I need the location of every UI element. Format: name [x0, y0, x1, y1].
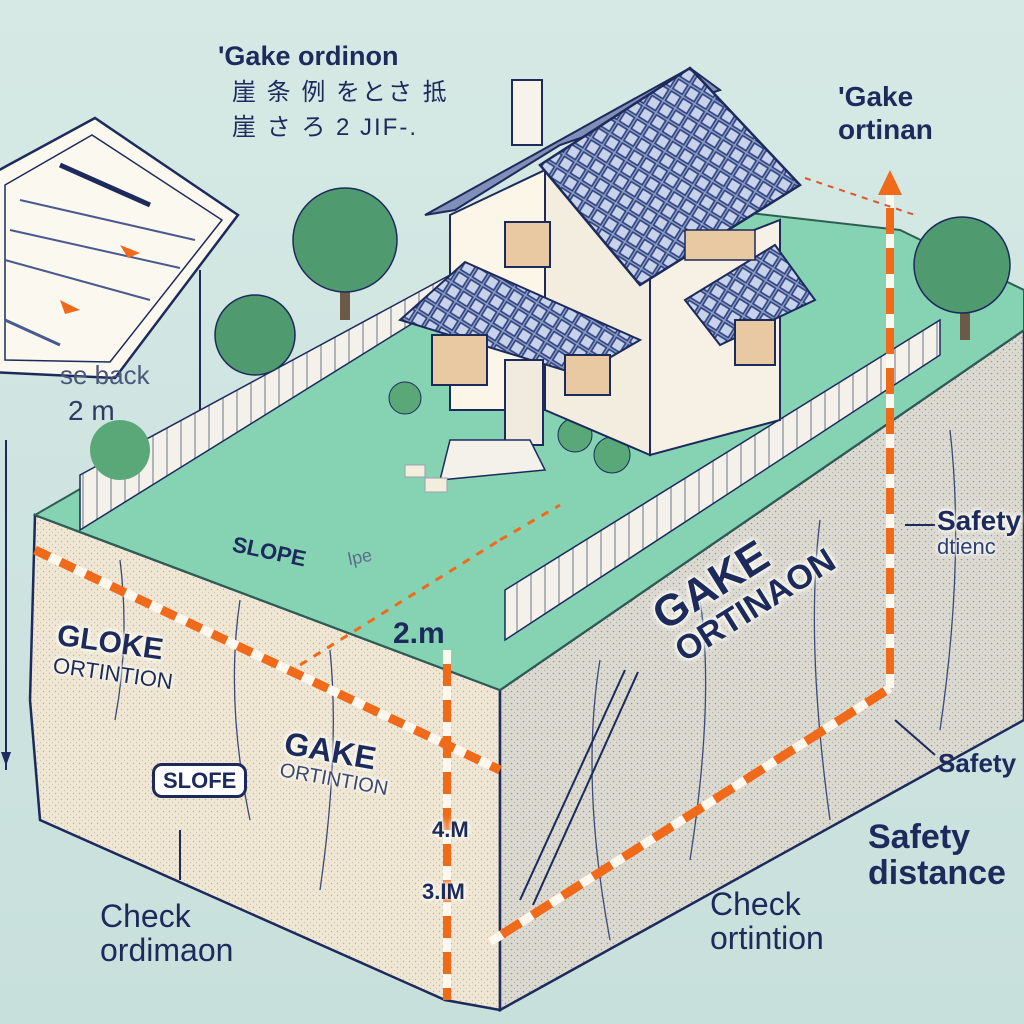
setback-distance: 2 m: [68, 395, 115, 426]
safety-distance-line2: distance: [868, 853, 1006, 892]
title-subtitle-jp-2: 崖 さ ろ 2 JIF-.: [232, 114, 419, 141]
title-heading: 'Gake ordinon: [218, 41, 399, 71]
check-right-label: Check ortintion: [710, 886, 824, 956]
tree-icon: [292, 187, 398, 320]
safety-mid-label: Safety: [938, 748, 1017, 778]
check-left-label: Check ordimaon: [100, 898, 234, 968]
ordinance-document-icon: [0, 116, 240, 380]
house-icon: [398, 66, 817, 493]
safety-upper-line1: Safety: [937, 505, 1022, 536]
safety-upper-line2: dtienc: [937, 534, 996, 560]
check-left-line1: Check: [100, 898, 191, 934]
tree-icon: [913, 216, 1011, 340]
check-left-line2: ordimaon: [100, 931, 234, 968]
check-right-line1: Check: [710, 886, 801, 922]
setback-label: se back: [60, 360, 150, 390]
up-arrow-icon: [878, 170, 902, 195]
fence-right: [504, 318, 941, 642]
top-right-label-line1: 'Gake: [838, 81, 914, 112]
cliff-ladder: [519, 669, 639, 906]
slope-badge: SLOFE: [152, 763, 248, 799]
cliff-cracks: [114, 429, 957, 941]
measurement-upper: 4.M: [432, 817, 469, 842]
safety-distance-label: Safety distance: [868, 818, 1006, 892]
safety-upper-label: Safety dtienc: [937, 505, 1022, 560]
safety-distance-line1: Safety: [868, 818, 971, 856]
top-right-label-line2: ortinan: [838, 114, 933, 146]
boundary-tape: [33, 170, 916, 1000]
height-dimension-line: [1, 270, 201, 770]
check-right-line2: ortintion: [710, 919, 824, 956]
distance-label: 2.m: [393, 617, 445, 650]
top-right-label: 'Gake ortinan: [838, 82, 933, 145]
measurement-lower: 3.IM: [422, 879, 465, 904]
title-subtitle-jp: 崖 条 例 をとさ 抵: [232, 79, 449, 106]
